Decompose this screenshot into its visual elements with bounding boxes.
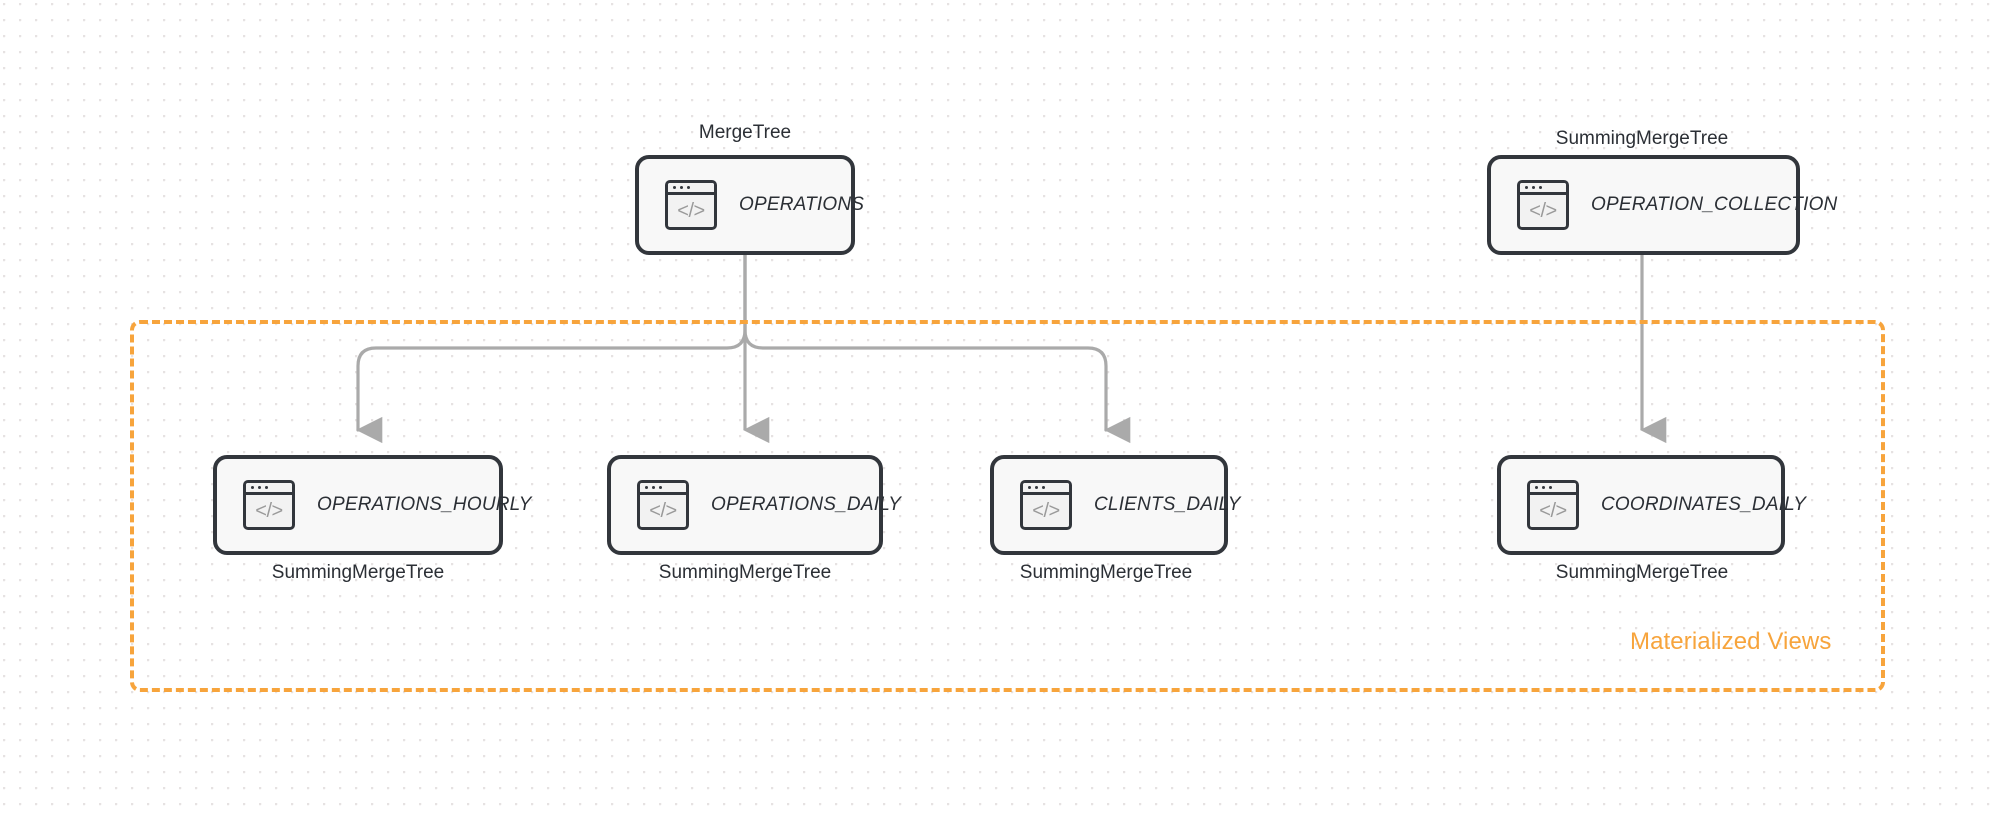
- code-glyph: </>: [1539, 500, 1567, 522]
- code-glyph: </>: [677, 200, 705, 222]
- code-window-titlebar: [668, 183, 714, 195]
- engine-caption-coordinates-daily: SummingMergeTree: [1555, 562, 1729, 583]
- node-operations-hourly[interactable]: </> OPERATIONS_HOURLY: [213, 455, 531, 555]
- node-label: OPERATIONS: [739, 194, 865, 215]
- materialized-views-group-label: Materialized Views: [1630, 628, 1832, 655]
- code-window-titlebar: [1530, 483, 1576, 495]
- engine-caption-operations: MergeTree: [698, 122, 792, 143]
- window-dot-1: [1535, 486, 1538, 489]
- node-label: OPERATIONS_DAILY: [711, 494, 902, 515]
- engine-caption-operations-hourly: SummingMergeTree: [271, 562, 445, 583]
- window-dot-1: [673, 186, 676, 189]
- code-window-icon: </>: [243, 480, 295, 530]
- window-dot-1: [645, 486, 648, 489]
- window-dot-3: [1042, 486, 1045, 489]
- node-label: OPERATIONS_HOURLY: [317, 494, 532, 515]
- code-glyph: </>: [649, 500, 677, 522]
- node-label: COORDINATES_DAILY: [1601, 494, 1807, 515]
- window-dot-2: [680, 186, 683, 189]
- code-glyph: </>: [1529, 200, 1557, 222]
- window-dot-1: [251, 486, 254, 489]
- code-window-titlebar: [246, 483, 292, 495]
- code-window-icon: </>: [665, 180, 717, 230]
- window-dot-1: [1028, 486, 1031, 489]
- window-dot-2: [1035, 486, 1038, 489]
- code-window-icon: </>: [1517, 180, 1569, 230]
- window-dot-3: [1539, 186, 1542, 189]
- code-glyph: </>: [255, 500, 283, 522]
- node-label: CLIENTS_DAILY: [1094, 494, 1241, 515]
- engine-caption-operations-daily: SummingMergeTree: [658, 562, 832, 583]
- code-window-icon: </>: [637, 480, 689, 530]
- window-dot-2: [652, 486, 655, 489]
- window-dot-1: [1525, 186, 1528, 189]
- node-coordinates-daily[interactable]: </> COORDINATES_DAILY: [1497, 455, 1806, 555]
- materialized-views-group: [130, 320, 1885, 692]
- node-operations[interactable]: </> OPERATIONS: [635, 155, 864, 255]
- engine-caption-clients-daily: SummingMergeTree: [1019, 562, 1193, 583]
- window-dot-3: [1549, 486, 1552, 489]
- node-operation-collection[interactable]: </> OPERATION_COLLECTION: [1487, 155, 1837, 255]
- window-dot-2: [1532, 186, 1535, 189]
- code-window-icon: </>: [1527, 480, 1579, 530]
- window-dot-2: [1542, 486, 1545, 489]
- code-glyph: </>: [1032, 500, 1060, 522]
- code-window-icon: </>: [1020, 480, 1072, 530]
- node-clients-daily[interactable]: </> CLIENTS_DAILY: [990, 455, 1240, 555]
- engine-caption-operation-collection: SummingMergeTree: [1555, 128, 1729, 149]
- code-window-titlebar: [640, 483, 686, 495]
- window-dot-2: [258, 486, 261, 489]
- code-window-titlebar: [1520, 183, 1566, 195]
- node-operations-daily[interactable]: </> OPERATIONS_DAILY: [607, 455, 901, 555]
- window-dot-3: [687, 186, 690, 189]
- node-label: OPERATION_COLLECTION: [1591, 194, 1838, 215]
- code-window-titlebar: [1023, 483, 1069, 495]
- window-dot-3: [265, 486, 268, 489]
- window-dot-3: [659, 486, 662, 489]
